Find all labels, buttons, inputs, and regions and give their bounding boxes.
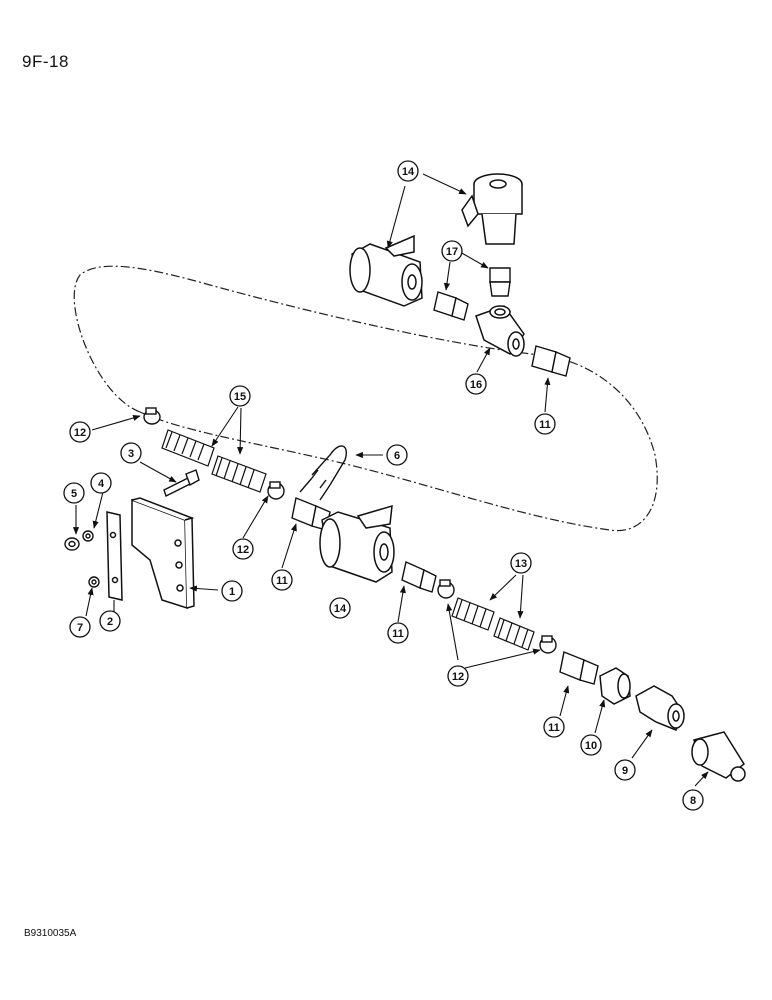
callout-c7: 7 xyxy=(69,616,91,638)
hose-dashed-outline xyxy=(73,265,658,532)
callout-circle xyxy=(465,373,487,395)
callout-c13: 13 xyxy=(510,552,532,574)
callout-c5: 5 xyxy=(63,482,85,504)
callout-c11d: 11 xyxy=(543,716,565,738)
u-bolt xyxy=(299,445,347,501)
callout-circle xyxy=(510,552,532,574)
threaded-nipple xyxy=(291,267,599,685)
callout-circle xyxy=(329,597,351,619)
callout-number: 11 xyxy=(548,722,560,734)
callout-number: 8 xyxy=(690,795,696,807)
callout-number: 14 xyxy=(402,166,415,178)
callout-circle xyxy=(580,734,602,756)
mounting-bracket xyxy=(131,497,195,610)
callout-number: 12 xyxy=(237,544,249,556)
callout-c16: 16 xyxy=(465,373,487,395)
callout-number: 2 xyxy=(107,616,113,628)
callout-number: 7 xyxy=(77,622,83,634)
callout-circle xyxy=(90,472,112,494)
callout-circle xyxy=(397,160,419,182)
callout-c17: 17 xyxy=(441,240,463,262)
backing-strap xyxy=(106,511,123,601)
callout-number: 13 xyxy=(515,558,527,570)
callout-circle xyxy=(120,442,142,464)
callout-number: 1 xyxy=(229,586,235,598)
callout-circle xyxy=(543,716,565,738)
bolt xyxy=(163,469,200,497)
callout-number: 12 xyxy=(452,671,464,683)
pipe-tee xyxy=(475,305,525,357)
figure-code: B9310035A xyxy=(24,928,77,939)
callout-circle xyxy=(271,569,293,591)
callout-number: 10 xyxy=(585,740,597,752)
callout-number: 5 xyxy=(71,488,77,500)
nut-and-washer xyxy=(64,530,100,588)
callout-number: 11 xyxy=(392,628,404,640)
callout-circle xyxy=(69,421,91,443)
callout-circle xyxy=(69,616,91,638)
callout-circle xyxy=(614,759,636,781)
callout-c6: 6 xyxy=(386,444,408,466)
callout-c3: 3 xyxy=(120,442,142,464)
callout-c14a: 14 xyxy=(397,160,419,182)
callout-c11a: 11 xyxy=(534,413,556,435)
callout-c12c: 12 xyxy=(447,665,469,687)
callout-circle xyxy=(386,444,408,466)
callout-number: 6 xyxy=(394,450,400,462)
callout-number: 12 xyxy=(74,427,86,439)
callout-number: 11 xyxy=(276,575,288,587)
end-fittings xyxy=(599,667,746,782)
callout-c4: 4 xyxy=(90,472,112,494)
callout-c8: 8 xyxy=(682,789,704,811)
ball-valve xyxy=(319,173,523,583)
callout-c12a: 12 xyxy=(69,421,91,443)
hose-clamp xyxy=(143,407,557,654)
callout-circle xyxy=(229,385,251,407)
callout-c9: 9 xyxy=(614,759,636,781)
callout-number: 16 xyxy=(470,379,482,391)
callout-number: 14 xyxy=(334,603,347,615)
callout-c10: 10 xyxy=(580,734,602,756)
page-number-label: 9F-18 xyxy=(22,52,69,71)
callout-circle xyxy=(441,240,463,262)
callout-number: 15 xyxy=(234,391,246,403)
callout-number: 4 xyxy=(98,478,105,490)
callout-circle xyxy=(682,789,704,811)
callout-circle xyxy=(232,538,254,560)
callout-circle xyxy=(447,665,469,687)
callout-c15: 15 xyxy=(229,385,251,407)
callout-c12b: 12 xyxy=(232,538,254,560)
callout-c11c: 11 xyxy=(387,622,409,644)
leader-lines xyxy=(72,173,709,787)
callout-c11b: 11 xyxy=(271,569,293,591)
callout-c1: 1 xyxy=(221,580,243,602)
callout-number: 3 xyxy=(128,448,134,460)
callout-circle xyxy=(387,622,409,644)
callout-c14b: 14 xyxy=(329,597,351,619)
callout-number: 11 xyxy=(539,419,551,431)
callout-circle xyxy=(63,482,85,504)
callout-number: 9 xyxy=(622,765,628,777)
callout-number: 17 xyxy=(446,246,458,258)
callout-circle xyxy=(534,413,556,435)
callout-c2: 2 xyxy=(99,610,121,632)
hose-segment xyxy=(161,429,535,651)
callout-circle xyxy=(221,580,243,602)
callout-circle xyxy=(99,610,121,632)
